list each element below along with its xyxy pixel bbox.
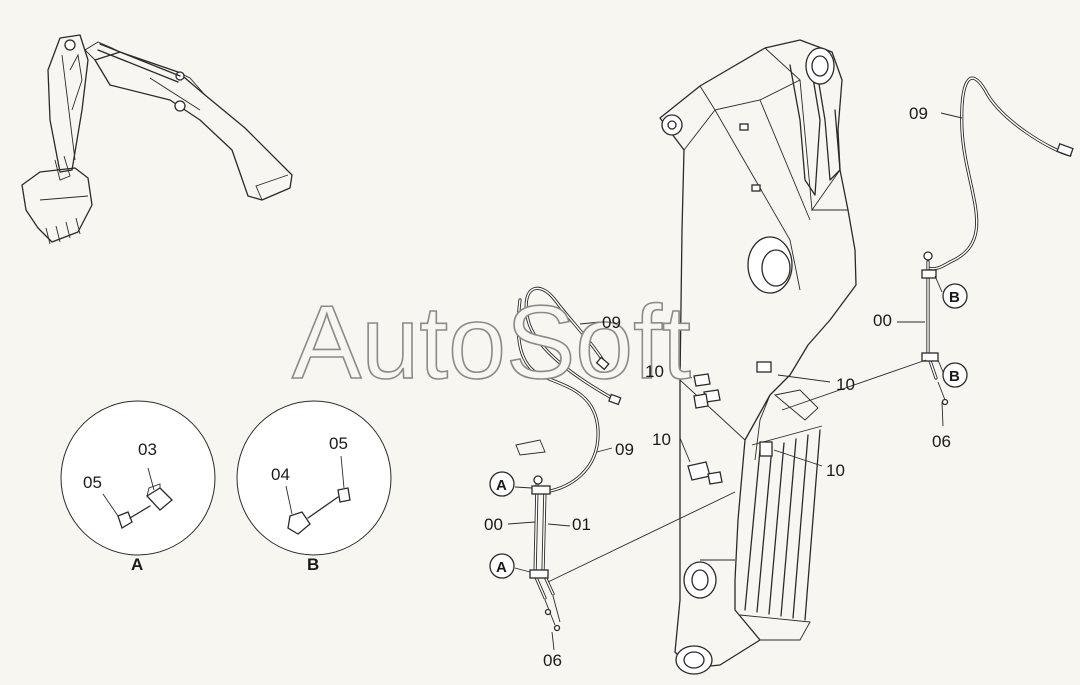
hose-mid-09 <box>524 286 622 406</box>
pipe-assembly-right <box>921 251 949 406</box>
leader-lines <box>507 112 963 651</box>
detail-b <box>236 400 392 556</box>
label-hose-09-right: 09 <box>909 104 928 123</box>
callout-b-lower: B <box>942 362 968 388</box>
callout-b-upper: B <box>942 283 968 309</box>
label-clamp-10-b: 10 <box>652 430 671 449</box>
label-detail-a-03: 03 <box>138 440 157 459</box>
label-clamp-10-a: 10 <box>645 362 664 381</box>
hose-right-09 <box>926 76 1074 271</box>
watermark-text: AutoSoft <box>292 285 691 401</box>
callout-b-upper-text: B <box>949 289 960 306</box>
detail-a <box>60 400 216 556</box>
callout-a-lower-text: A <box>496 559 507 576</box>
detail-a-label: A <box>131 555 143 574</box>
label-detail-b-04: 04 <box>271 465 290 484</box>
label-pipe-00-right: 00 <box>873 311 892 330</box>
label-detail-b-05: 05 <box>329 434 348 453</box>
label-detail-a-05: 05 <box>83 473 102 492</box>
excavator-overview <box>21 34 293 245</box>
label-clamp-10-c: 10 <box>836 375 855 394</box>
label-clamp-10-d: 10 <box>826 461 845 480</box>
label-hose-09-mid: 09 <box>615 440 634 459</box>
clamps-10 <box>687 373 723 485</box>
callout-a-upper: A <box>489 471 515 497</box>
label-pipe-01-left: 01 <box>572 515 591 534</box>
boom-assembly <box>659 39 857 675</box>
callout-b-lower-text: B <box>949 368 960 385</box>
detail-b-label: B <box>307 555 319 574</box>
callout-a-lower: A <box>489 553 515 579</box>
hose-left-09 <box>515 298 600 494</box>
pipe-assembly-left <box>529 475 561 632</box>
label-bolt-06-right: 06 <box>932 432 951 451</box>
label-pipe-00-left: 00 <box>484 515 503 534</box>
label-bolt-06-left: 06 <box>543 651 562 670</box>
callout-a-upper-text: A <box>496 477 507 494</box>
label-hose-09-top: 09 <box>602 313 621 332</box>
